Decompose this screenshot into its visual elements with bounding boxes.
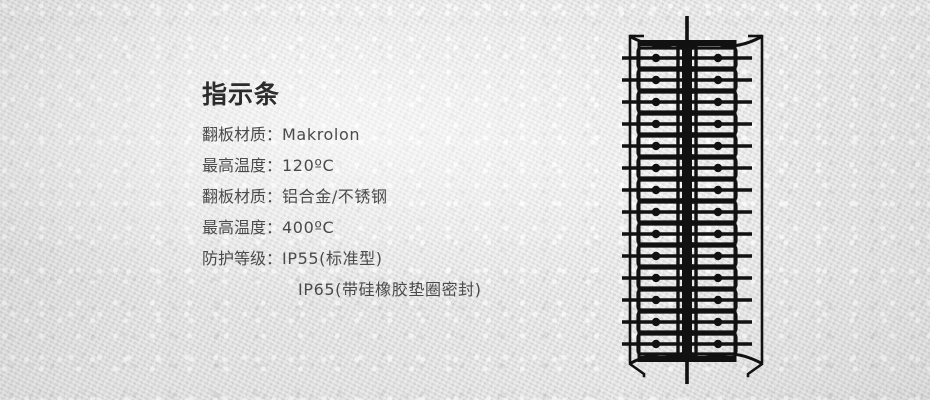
indicator-strip-svg [620,16,764,384]
spec-row-max-temp-metal: 最高温度：400ºC [202,220,482,236]
spec-row-protection-rating-sealed: IP65(带硅橡胶垫圈密封) [202,282,482,298]
spec-row-max-temp-plastic: 最高温度：120ºC [202,158,482,174]
spec-label: 翻板材质： [202,125,283,144]
spec-text-block: 指示条 翻板材质：Makrolon 最高温度：120ºC 翻板材质：铝合金/不锈… [202,82,482,298]
spec-label: 翻板材质： [202,187,283,206]
spec-label: 最高温度： [202,218,283,237]
center-shaft-overlay [682,16,692,384]
indicator-strip-diagram [612,14,792,386]
spec-row-protection-rating: 防护等级：IP55(标准型) [202,251,482,267]
spec-value: 铝合金/不锈钢 [282,187,388,206]
spec-label: 防护等级： [202,249,283,268]
spec-row-flap-material-metal: 翻板材质：铝合金/不锈钢 [202,189,482,205]
spec-value: IP55(标准型) [282,249,383,268]
spec-row-flap-material-plastic: 翻板材质：Makrolon [202,127,482,143]
spec-label: 最高温度： [202,156,283,175]
spec-value: 120ºC [282,156,335,175]
page-title: 指示条 [202,80,281,109]
spec-value: 400ºC [282,218,335,237]
spec-value: Makrolon [282,125,361,144]
spec-value: IP65(带硅橡胶垫圈密封) [298,280,482,299]
